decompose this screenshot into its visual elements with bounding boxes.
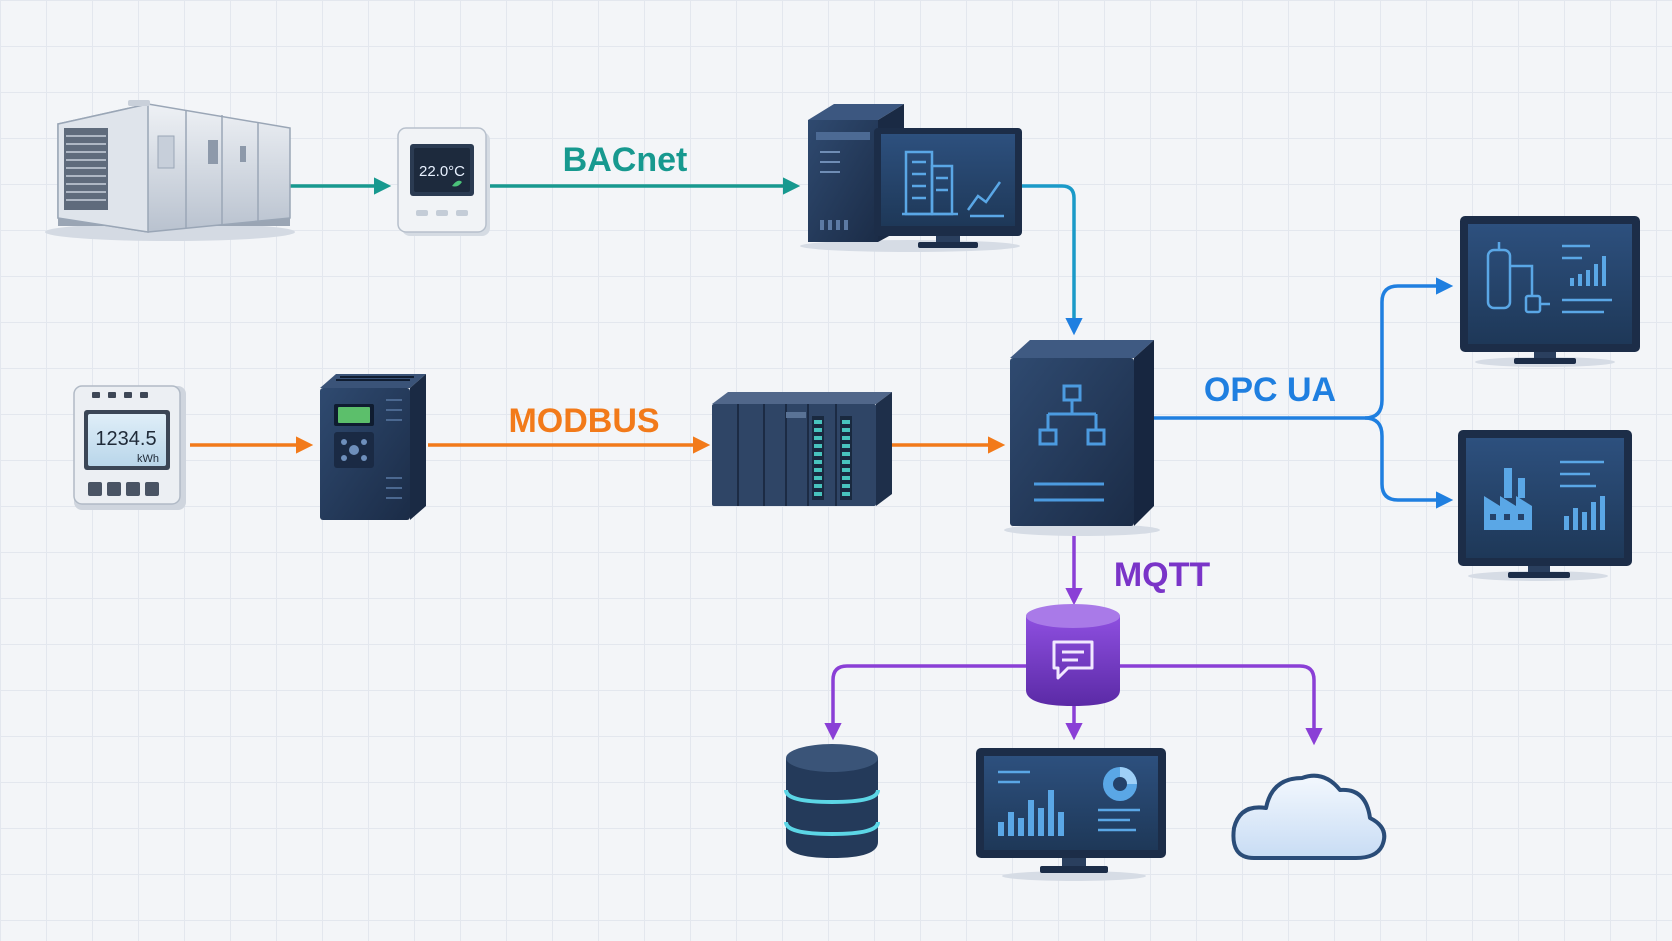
meter-unit: kWh [137,453,159,465]
broker-to-cloud-arrow [1120,664,1323,746]
mqtt-broker-icon [1026,604,1120,706]
meter-reading: 1234.5 [95,428,156,450]
gateway-to-scada-arrow [1154,277,1454,420]
mqtt-connectors [824,527,1323,746]
modbus-label: MODBUS [508,402,659,440]
scada-monitor-icon [1460,216,1640,367]
factory-monitor-icon [1458,430,1632,581]
database-icon [784,744,880,858]
thermostat-icon: 22.0°C [397,127,490,236]
bms-workstation-icon [800,104,1022,252]
cloud-icon [1231,773,1387,860]
opcua-label: OPC UA [1204,371,1336,409]
gateway-to-factory-monitor-arrow [1364,416,1454,509]
thermostat-reading: 22.0°C [419,163,465,180]
opcua-connectors [1154,277,1454,509]
mqtt-label: MQTT [1114,556,1211,594]
air-handling-unit-icon [45,100,295,241]
gateway-server-icon [1004,340,1160,536]
energy-meter-icon: 1234.5 kWh [73,385,186,510]
variable-frequency-drive-icon [320,374,426,520]
broker-to-database-arrow [824,664,1026,741]
plc-rack-icon [712,392,892,506]
analytics-dashboard-icon [976,748,1166,881]
bacnet-connectors [290,177,1083,336]
bacnet-label: BACnet [563,141,688,179]
workstation-to-gateway-arrow [1022,184,1083,336]
